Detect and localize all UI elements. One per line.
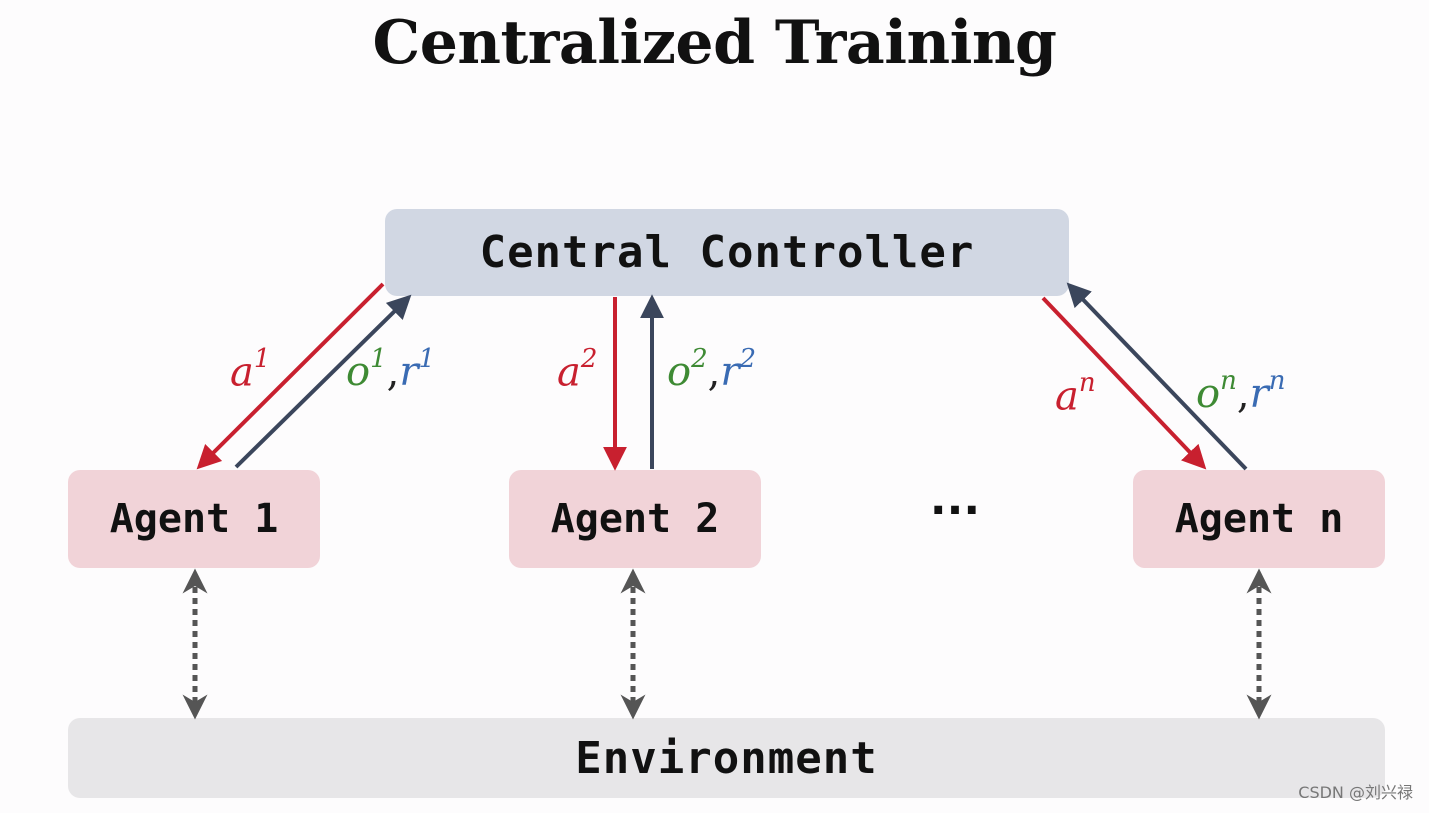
- more-agents-ellipsis: ···: [929, 485, 981, 536]
- obs-reward-label-agent-1: o1,r1: [346, 344, 436, 396]
- obs-reward-label-agent-2: o2,r2: [667, 344, 757, 396]
- action-arrow-agent-1: [196, 282, 385, 470]
- watermark: CSDN @刘兴禄: [1298, 783, 1413, 802]
- diagram-title: Centralized Training: [372, 8, 1057, 78]
- central-controller-box: Central Controller: [385, 209, 1069, 296]
- obs-reward-label-agent-n: on,rn: [1196, 366, 1286, 418]
- action-arrow-agent-n: [1041, 296, 1207, 470]
- agent-2-label: Agent 2: [550, 496, 720, 542]
- agent-n-label: Agent n: [1174, 496, 1344, 542]
- environment-box: Environment: [68, 718, 1385, 798]
- central-controller-label: Central Controller: [479, 227, 975, 278]
- obs-symbol-agent-n: on: [1196, 366, 1237, 418]
- feedback-arrow-agent-1: [234, 294, 412, 469]
- obs-symbol-agent-2: o2: [667, 344, 708, 396]
- reward-symbol-agent-2: r2: [720, 344, 757, 396]
- environment-label: Environment: [575, 732, 878, 784]
- action-label-agent-1: a1: [230, 344, 271, 396]
- agent-1-box: Agent 1: [68, 470, 320, 568]
- obs-symbol-agent-1: o1: [346, 344, 387, 396]
- agent-1-label: Agent 1: [109, 496, 279, 542]
- reward-symbol-agent-1: r1: [399, 344, 436, 396]
- agent-2-box: Agent 2: [509, 470, 761, 568]
- feedback-arrow-agent-n: [1066, 282, 1248, 471]
- agent-n-box: Agent n: [1133, 470, 1385, 568]
- reward-symbol-agent-n: rn: [1249, 366, 1286, 418]
- action-label-agent-n: an: [1055, 368, 1096, 420]
- action-label-agent-2: a2: [557, 344, 598, 396]
